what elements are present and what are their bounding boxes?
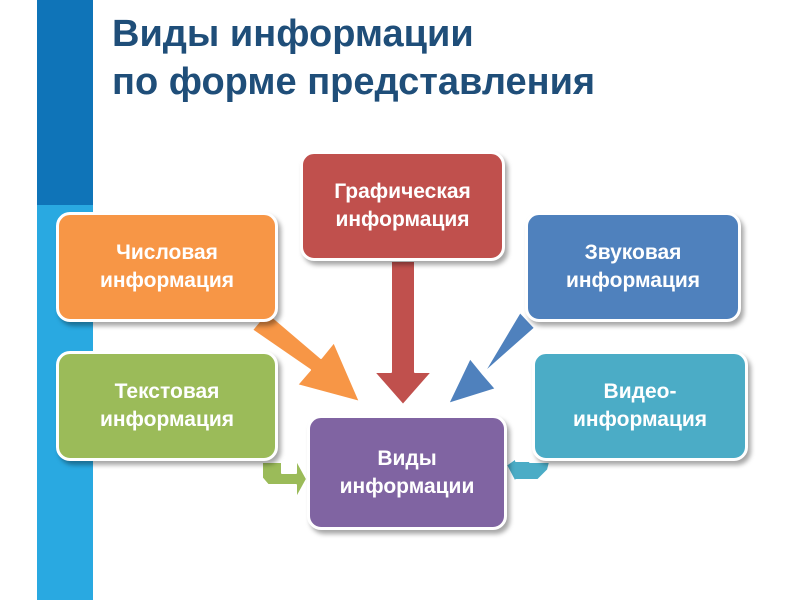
box-sound-info: Звуковая информация [525, 212, 741, 322]
box-text-line-2: информация [99, 408, 235, 431]
page-title-line-1: Виды информации [112, 13, 474, 55]
box-center-line-1: Виды [377, 446, 437, 470]
box-center-info-types: Виды информации [307, 415, 507, 530]
left-stripe-dark [37, 0, 93, 205]
box-video-line-2: информация [572, 408, 708, 431]
box-graphic-line-2: информация [335, 208, 470, 231]
box-sound-line-1: Звуковая [584, 241, 682, 264]
box-video-info: Видео- информация [532, 351, 748, 461]
arrow-graphic [373, 260, 433, 406]
arrow-video [505, 457, 551, 485]
box-text-line-1: Текстовая [114, 380, 220, 403]
arrow-text [261, 458, 308, 500]
page-title-line-2: по форме представления [112, 61, 596, 103]
arrow-numeric [251, 311, 361, 403]
box-numeric-line-1: Числовая [116, 241, 218, 264]
box-sound-line-2: информация [565, 269, 701, 292]
box-numeric-line-2: информация [99, 269, 235, 292]
arrow-sound [447, 311, 536, 405]
box-text-info: Текстовая информация [56, 351, 278, 461]
box-numeric-info: Числовая информация [56, 212, 278, 322]
box-video-line-1: Видео- [603, 380, 677, 403]
box-graphic-info: Графическая информация [300, 151, 505, 261]
box-graphic-line-1: Графическая [334, 180, 471, 203]
box-center-line-2: информации [339, 474, 475, 498]
page-title: Виды информации по форме представления [112, 10, 792, 106]
